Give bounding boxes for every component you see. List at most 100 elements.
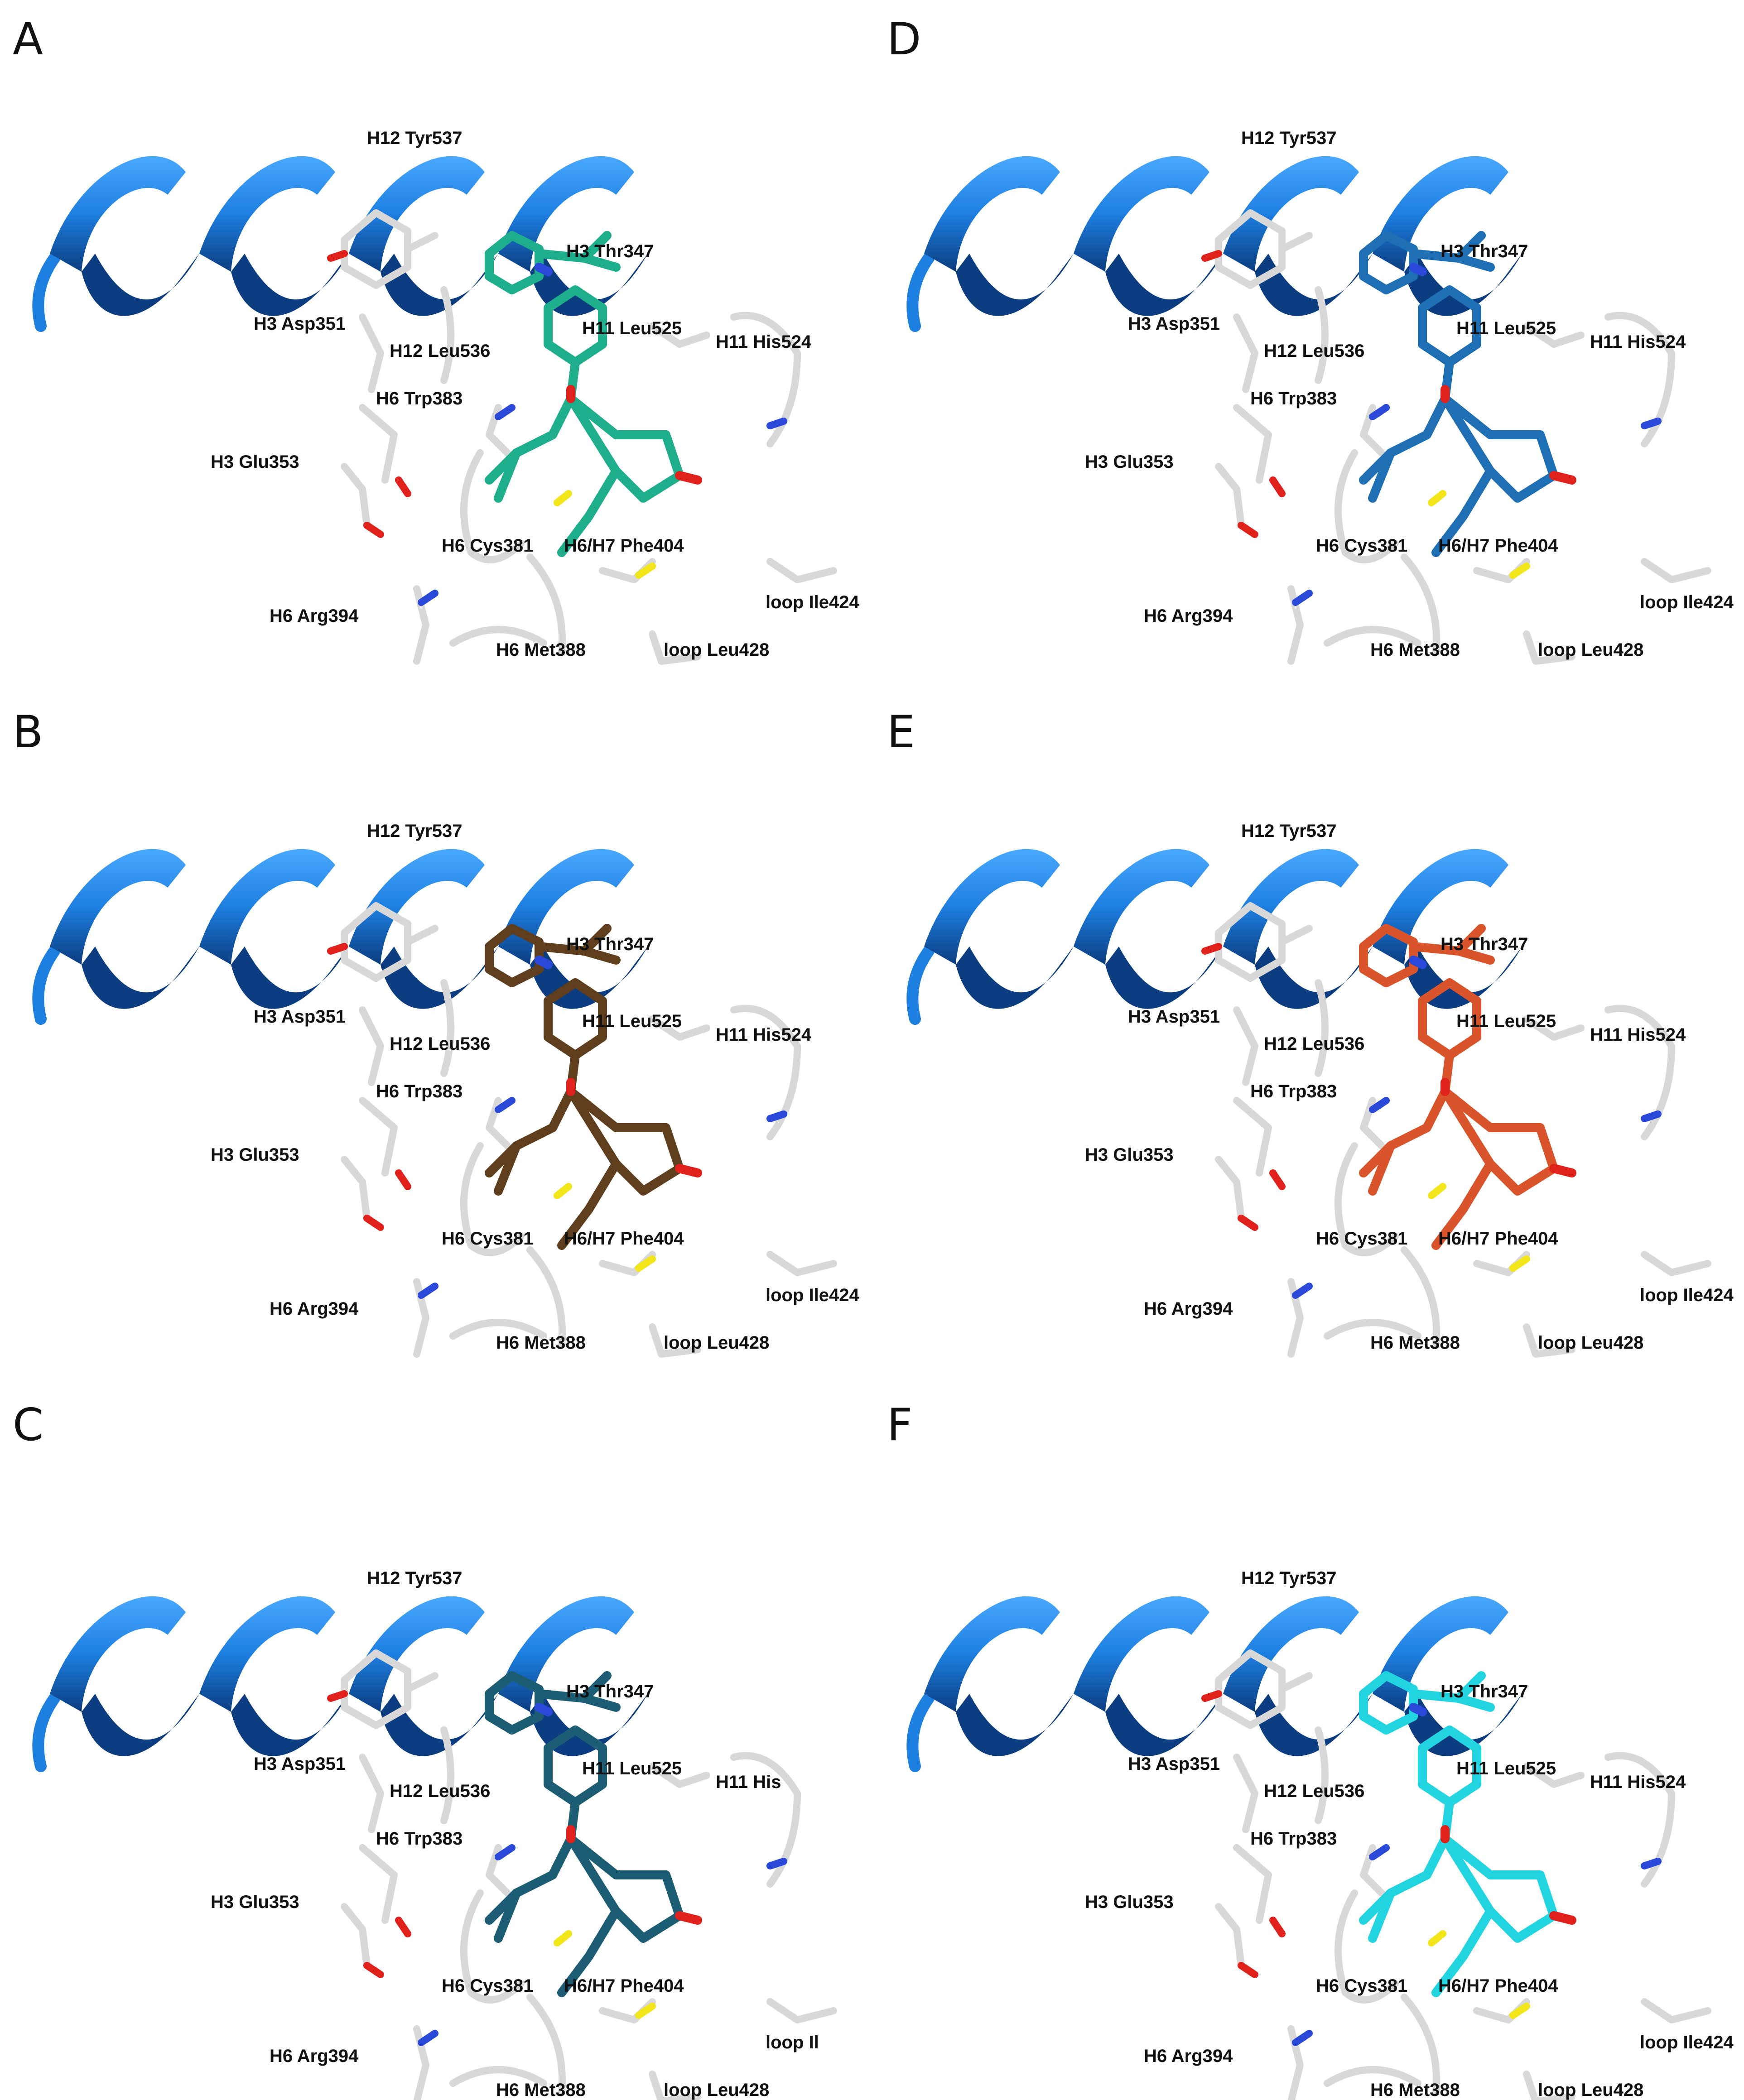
heteroatoms [1201, 250, 1662, 606]
ligand-stick [557, 466, 621, 557]
residue-label-leu525: H11 Leu525 [1456, 1011, 1556, 1031]
atom-stick [327, 943, 348, 955]
residue-stick [1523, 1015, 1585, 1041]
residue-stick [1233, 1754, 1258, 1833]
helix-back [1105, 947, 1223, 1009]
ligand-nitrogen [1409, 1703, 1427, 1716]
atom-stick [1428, 490, 1446, 506]
residue-stick [1523, 322, 1585, 348]
residue-stick [766, 1998, 837, 2023]
residue-label-leu536: H12 Leu536 [390, 341, 491, 361]
residue-label-leu525: H11 Leu525 [582, 318, 682, 338]
heteroatoms [327, 1690, 787, 2046]
residue-stick [1233, 313, 1258, 393]
ligand-oxygen [675, 1911, 702, 1925]
residue-stick [359, 1754, 384, 1833]
ligand-stick [1359, 1141, 1395, 1177]
ligand-stick [1440, 394, 1558, 503]
residue-label-glu353: H3 Glu353 [1085, 1145, 1174, 1165]
ligand [485, 924, 684, 1250]
atom-stick [554, 490, 572, 506]
atom-stick [635, 1255, 656, 1272]
residue-stick [404, 925, 438, 946]
helix-tail [906, 1692, 935, 1772]
ligand-stick [1409, 942, 1463, 956]
ligand-stick [485, 448, 521, 485]
residue-label-thr347: H3 Thr347 [1440, 1682, 1528, 1701]
atom-stick [418, 590, 438, 606]
helix-turn [1223, 156, 1359, 272]
residue-stick [1215, 1903, 1245, 1969]
residue-label-glu353: H3 Glu353 [211, 452, 299, 472]
helix-back [381, 254, 498, 316]
residue-label-phe404: H6/H7 Phe404 [564, 1976, 684, 1996]
residue-label-his524: H11 His524 [1590, 1025, 1686, 1045]
scene-group [32, 156, 837, 665]
residue-label-glu353: H3 Glu353 [1085, 1892, 1174, 1912]
residue-stick [1641, 558, 1711, 583]
atom-stick [1292, 1283, 1313, 1299]
residue-stick [1324, 1319, 1421, 1340]
residue-stick [1278, 232, 1313, 253]
residue-stick [526, 553, 566, 656]
residue-label-leu525: H11 Leu525 [582, 1759, 682, 1778]
helix-back [1105, 254, 1223, 316]
ligand-stick [485, 924, 544, 987]
atom-stick [766, 418, 787, 429]
helix-back [82, 1694, 199, 1756]
protein-residues [341, 209, 837, 665]
ligand-nitrogen [535, 1703, 553, 1716]
atom-stick [1292, 590, 1313, 606]
residue-stick [341, 463, 371, 529]
molecular-scene [906, 849, 1711, 1358]
residue-stick [766, 1251, 837, 1276]
helix-turn [1074, 156, 1209, 272]
atom-stick [363, 1215, 384, 1231]
residue-stick [1324, 2066, 1421, 2087]
helix-turn [199, 1596, 335, 1712]
protein-residues [1215, 209, 1711, 665]
residue-label-tyr537: H12 Tyr537 [367, 128, 462, 148]
residue-stick [1401, 553, 1440, 656]
residue-stick [1523, 630, 1575, 665]
residue-label-thr347: H3 Thr347 [566, 1682, 654, 1701]
residue-label-met388: H6 Met388 [496, 2080, 586, 2100]
atom-stick [554, 1930, 572, 1946]
atom-stick [1428, 1930, 1446, 1946]
atom-stick [363, 1962, 384, 1978]
helix-tail [906, 945, 935, 1025]
residue-stick [1315, 979, 1329, 1077]
protein-residues [1215, 1649, 1711, 2100]
residue-label-thr347: H3 Thr347 [566, 934, 654, 954]
residue-stick [449, 2066, 547, 2087]
helix-turn [199, 849, 335, 965]
residue-label-met388: H6 Met388 [496, 1333, 586, 1353]
ligand-oxygen [1549, 1911, 1576, 1925]
helix-back [956, 254, 1074, 316]
ligand-stick [1368, 1087, 1450, 1196]
ligand-nitrogen [535, 263, 553, 276]
residue-stick [440, 979, 454, 1077]
ligand-heteroatoms [1409, 1703, 1576, 1925]
residue-label-asp351: H3 Asp351 [1128, 1007, 1220, 1027]
residue-stick [404, 232, 438, 253]
residue-stick [1233, 1844, 1272, 1924]
helix-back [1255, 947, 1373, 1009]
residue-label-tyr537: H12 Tyr537 [1241, 821, 1337, 841]
residue-stick [1315, 1726, 1329, 1824]
residue-label-phe404: H6/H7 Phe404 [1438, 1229, 1558, 1249]
scene-group [32, 1596, 837, 2100]
helix-turn [924, 849, 1060, 965]
residue-label-ile424: loop Ile424 [1640, 1285, 1734, 1305]
molecular-scene [32, 849, 837, 1358]
atom-stick [1269, 476, 1286, 497]
ligand-stick [1431, 466, 1495, 557]
protein-residues [1215, 902, 1711, 1358]
residue-stick [359, 313, 384, 393]
residue-label-leu536: H12 Leu536 [1264, 1781, 1365, 1801]
residue-label-glu353: H3 Glu353 [211, 1145, 299, 1165]
ligand-stick [485, 1141, 521, 1177]
ligand-stick [1409, 1689, 1463, 1703]
